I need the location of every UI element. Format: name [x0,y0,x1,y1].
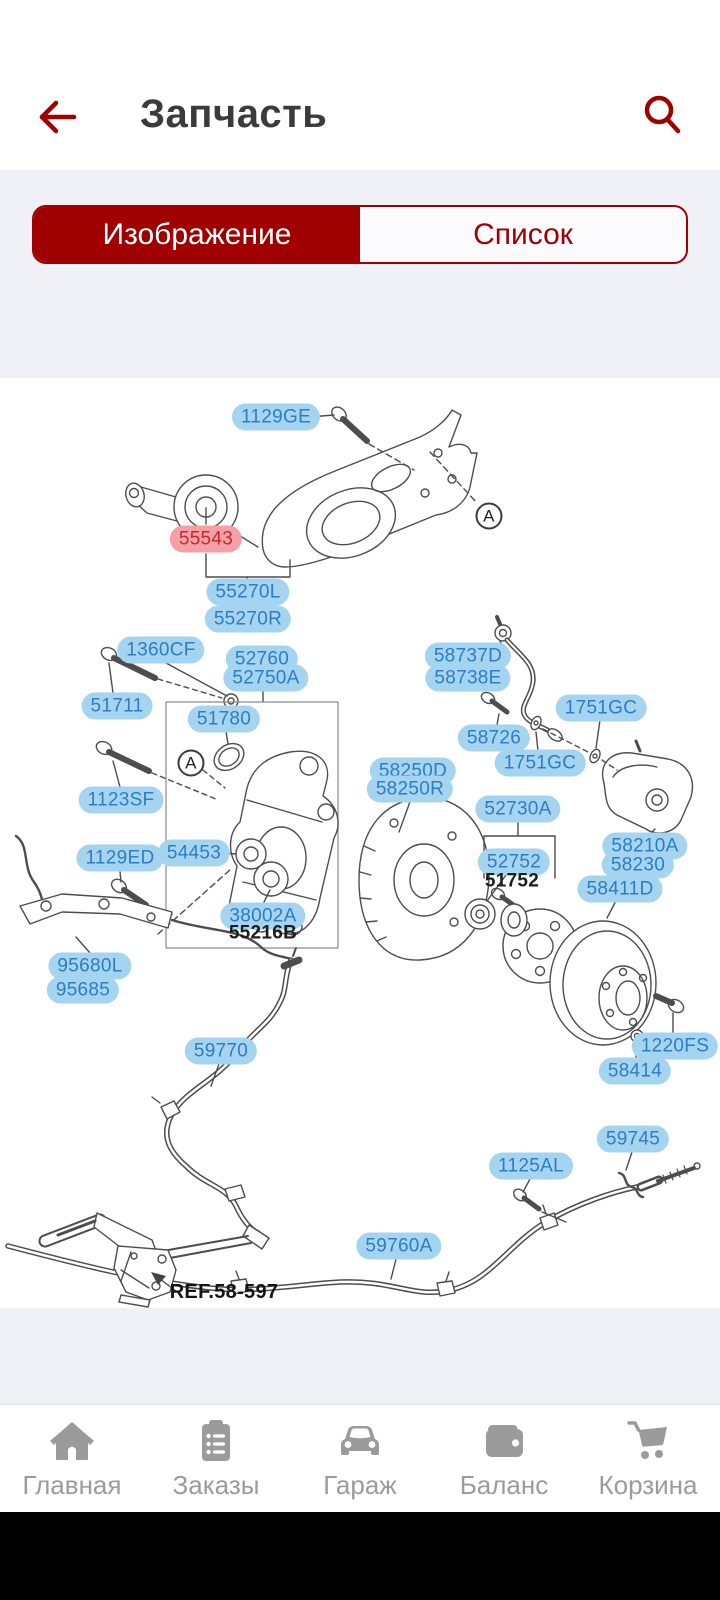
part-label-59770[interactable]: 59770 [184,1037,258,1065]
part-label-1129ED[interactable]: 1129ED [76,844,164,872]
back-arrow-icon [39,100,77,134]
bottom-navigation: Главная Заказы Гараж Баланс [0,1404,720,1512]
diagram-line-art [5,406,701,1308]
part-label-58414[interactable]: 58414 [598,1057,672,1085]
view-switcher: Изображение Список [32,205,688,264]
cart-icon [627,1420,667,1459]
page-title: Запчасть [140,92,328,136]
part-label-1751GC[interactable]: 1751GC [555,694,647,722]
part-label-95685[interactable]: 95685 [46,976,120,1004]
part-label-1360CF[interactable]: 1360CF [117,636,205,664]
nav-item-balance[interactable]: Баланс [432,1405,576,1512]
part-label-51711[interactable]: 51711 [81,692,153,720]
detail-marker-A: A [177,749,205,777]
part-label-1125AL[interactable]: 1125AL [489,1152,573,1180]
orders-icon [202,1419,230,1461]
nav-label-balance: Баланс [459,1469,549,1500]
car-icon [341,1425,379,1455]
part-label-52752[interactable]: 52752 [477,848,551,876]
part-label-1123SF[interactable]: 1123SF [78,786,164,814]
nav-label-garage: Гараж [323,1469,397,1500]
part-label-58726[interactable]: 58726 [457,724,531,752]
part-label-58738E[interactable]: 58738E [425,664,511,692]
tab-list[interactable]: Список [473,217,573,251]
part-label-55270L[interactable]: 55270L [206,578,290,606]
part-label-1751GC[interactable]: 1751GC [494,749,586,777]
part-label-52750A[interactable]: 52750A [223,664,309,692]
home-icon [50,1421,94,1460]
part-label-95680L[interactable]: 95680L [48,952,132,980]
part-label-55543[interactable]: 55543 [169,525,243,553]
detail-marker-A: A [475,502,503,530]
nav-label-orders: Заказы [172,1469,260,1500]
nav-item-cart[interactable]: Корзина [576,1405,720,1512]
tab-image[interactable]: Изображение [34,207,360,262]
app-header: Запчасть [0,0,720,170]
part-label-REF.58-597: REF.58-597 [169,1281,279,1303]
part-label-58250R[interactable]: 58250R [366,775,454,803]
nav-item-garage[interactable]: Гараж [288,1405,432,1512]
part-label-54453[interactable]: 54453 [157,839,231,867]
nav-item-home[interactable]: Главная [0,1405,144,1512]
part-label-1129GE[interactable]: 1129GE [231,403,321,431]
part-label-1220FS[interactable]: 1220FS [631,1032,719,1060]
part-label-59745[interactable]: 59745 [596,1125,670,1153]
search-button[interactable] [640,92,684,136]
bottom-spacer [0,1308,720,1404]
part-label-55216B: 55216B [228,922,298,944]
part-label-58230[interactable]: 58230 [601,851,675,879]
part-label-51780[interactable]: 51780 [187,705,261,733]
wallet-icon [486,1424,523,1457]
nav-label-cart: Корзина [598,1469,698,1500]
part-label-58411D[interactable]: 58411D [577,875,663,903]
part-label-38002A[interactable]: 38002A [220,902,306,930]
search-icon [644,95,681,134]
system-gesture-bar [0,1512,720,1600]
part-label-52730A[interactable]: 52730A [475,795,561,823]
part-label-55270R[interactable]: 55270R [204,605,292,633]
back-button[interactable] [34,94,80,140]
part-label-51752: 51752 [484,870,540,892]
nav-item-orders[interactable]: Заказы [144,1405,288,1512]
tab-band: Изображение Список [0,170,720,378]
nav-label-home: Главная [22,1469,122,1500]
part-label-59760A[interactable]: 59760A [356,1232,442,1260]
